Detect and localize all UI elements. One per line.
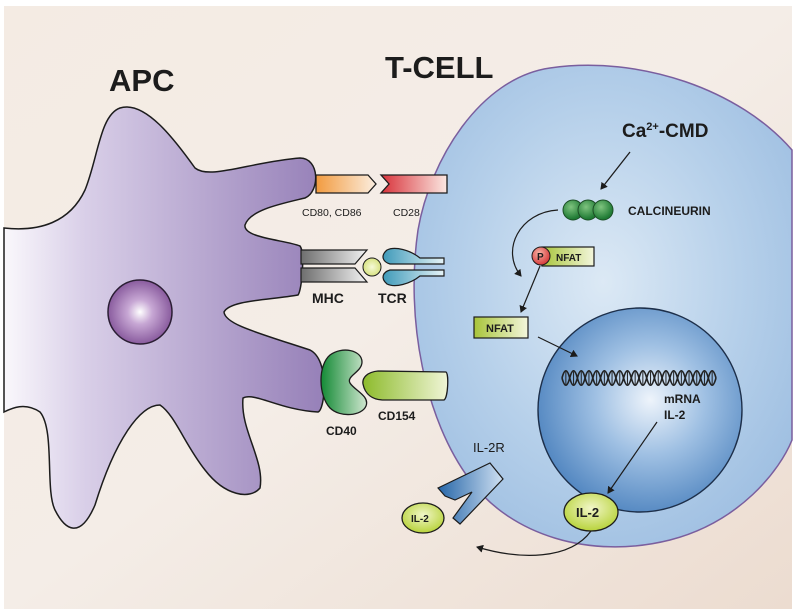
tcr-receptor	[382, 247, 445, 287]
ca-to-calcineurin-arrow	[600, 151, 631, 190]
cd80-cd86-label: CD80, CD86	[302, 207, 362, 219]
nfat-phosphorylated-label: NFAT	[556, 253, 581, 264]
phosphate-group	[531, 246, 551, 266]
dna-helix	[561, 370, 717, 386]
apc-nucleus	[107, 279, 173, 345]
cd80-cd86-receptor	[315, 174, 377, 194]
cd40-label: CD40	[326, 424, 357, 438]
cd154-ligand	[362, 370, 449, 401]
calcineurin-dephosphorylation-arrow	[511, 209, 559, 277]
tcell-title: T-CELL	[385, 50, 494, 85]
cd28-receptor	[379, 174, 448, 194]
calcineurin-label: CALCINEURIN	[628, 204, 711, 218]
dna-strand-b	[561, 370, 717, 386]
cd154-label: CD154	[378, 409, 416, 423]
il2-outside-label: IL-2	[411, 514, 429, 525]
cd28-label: CD28	[393, 207, 420, 219]
nfat-translocation-arrow	[519, 265, 541, 313]
cd40-receptor	[320, 349, 368, 416]
nfat-label: NFAT	[486, 323, 514, 335]
phosphate-label: P	[537, 252, 544, 263]
il2-outside	[401, 502, 445, 534]
calcineurin-complex	[562, 199, 614, 221]
ca-cmd-sup: 2+	[646, 121, 659, 133]
tcell-nucleus	[537, 307, 743, 513]
ca-cmd-rest: -CMD	[659, 121, 709, 142]
ca-cmd-base: Ca	[622, 121, 647, 142]
tcr-label: TCR	[378, 290, 407, 306]
mrna-to-il2-arrow	[607, 421, 658, 494]
ca-cmd-label: Ca2+-CMD	[622, 121, 708, 142]
il2-inside-label: IL-2	[576, 505, 599, 520]
mhc-label: MHC	[312, 290, 344, 306]
nfat-box	[473, 316, 529, 339]
il2r-label: IL-2R	[473, 440, 505, 455]
il2r-receptor	[437, 462, 504, 525]
mrna-label: mRNA	[664, 392, 701, 406]
il2-mrna-label: IL-2	[664, 408, 686, 422]
antigen-peptide	[362, 257, 382, 277]
mhc-molecule	[300, 249, 369, 283]
nfat-to-dna-arrow	[537, 336, 578, 357]
il2-secretion-arrow	[476, 530, 592, 556]
apc-title: APC	[109, 63, 174, 98]
